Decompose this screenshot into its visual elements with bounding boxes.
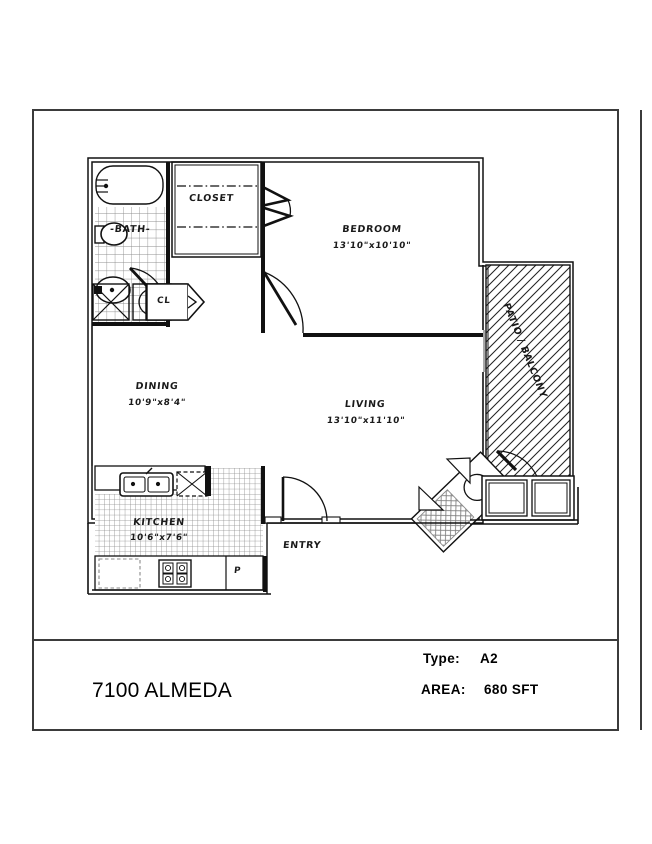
unit-area-value: 680 SFT (484, 682, 539, 697)
kitchen-sink-fixture (119, 467, 174, 497)
kitchen-area (87, 465, 271, 595)
unit-type-value: A2 (480, 651, 499, 666)
hall-storage-row (92, 283, 206, 321)
room-label-bedroom: BEDROOM (341, 224, 403, 235)
room-label-entry: ENTRY (282, 540, 322, 551)
room-label-kitchen: KITCHEN (132, 517, 186, 528)
entry-door (264, 476, 341, 524)
utility-vanity-area (267, 451, 579, 553)
patio-balcony-area (481, 264, 571, 496)
room-label-cl: CL (156, 296, 171, 306)
sheet-border (32, 109, 619, 731)
room-label-living: LIVING (344, 399, 386, 410)
closet-area (171, 161, 294, 258)
bathtub-fixture (95, 165, 164, 205)
unit-area-label: AREA: (421, 682, 466, 697)
room-dimensions-kitchen: 10'6"x7'6" (129, 533, 189, 543)
room-label-dining: DINING (134, 381, 179, 392)
unit-type-label: Type: (423, 651, 461, 666)
room-dimensions-living: 13'10"x11'10" (326, 416, 406, 426)
toilet-fixture (94, 222, 128, 246)
room-dimensions-dining: 10'9"x8'4" (127, 398, 187, 408)
room-label-pantry: P (233, 566, 242, 576)
project-title: 7100 ALMEDA (92, 679, 232, 702)
room-label-bath: -BATH- (109, 224, 151, 235)
room-dimensions-bedroom: 13'10"x10'10" (332, 241, 412, 251)
room-label-closet: CLOSET (188, 193, 235, 204)
washer-dryer-units (481, 475, 575, 521)
range-fixture (158, 559, 192, 588)
bathroom-area (92, 162, 170, 327)
bedroom-area (261, 162, 483, 337)
